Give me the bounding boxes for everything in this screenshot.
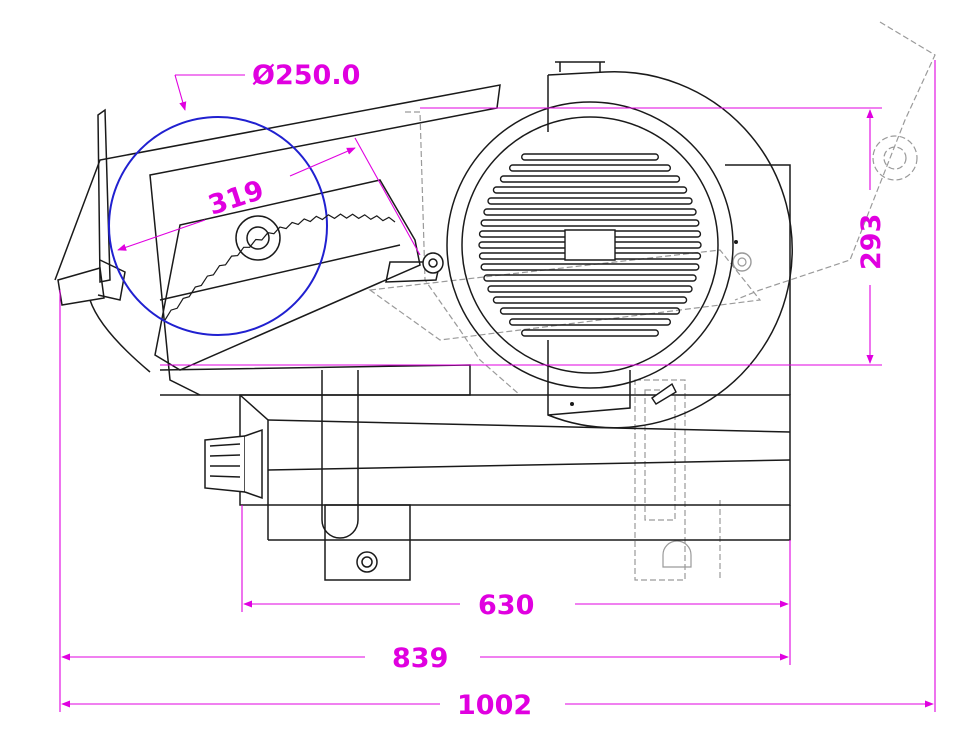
blade-guard (547, 71, 793, 429)
blade-edge (164, 213, 396, 321)
slot (480, 263, 700, 271)
slot (478, 241, 702, 249)
slot (478, 252, 702, 260)
knob-icon (204, 428, 263, 500)
dim-cut-height: 293 (856, 214, 887, 270)
dim-overall-length: 839 (392, 643, 448, 674)
slot (483, 274, 697, 282)
slot (509, 164, 671, 172)
foot-icon-ghost (662, 540, 692, 568)
slot (509, 318, 671, 326)
slicer-outline (54, 61, 793, 581)
column (321, 370, 359, 539)
slot (487, 285, 693, 293)
foot-screw-icon (356, 551, 378, 573)
tray-knob-icon (235, 215, 281, 261)
slot (487, 197, 693, 205)
slot (483, 208, 697, 216)
product-tray (154, 179, 421, 371)
blade-hub (564, 229, 616, 261)
slot (499, 307, 681, 315)
tilted-position-outline (368, 21, 936, 581)
slot (478, 230, 702, 238)
slot (499, 175, 681, 183)
handle-stem (97, 108, 111, 283)
slot (492, 186, 688, 194)
dim-blade-diameter: Ø250.0 (252, 60, 360, 91)
pivot-knob-icon (422, 252, 444, 274)
blade-guard-ring (446, 101, 734, 389)
pivot-icon (732, 252, 752, 272)
dim-max-length: 1002 (457, 690, 532, 721)
dim-cut-width: 319 (205, 175, 268, 222)
blade-circle (108, 116, 328, 336)
dim-base-length: 630 (478, 590, 534, 621)
lever-icon (651, 382, 677, 405)
carriage-arm (54, 84, 501, 396)
slot (521, 329, 659, 337)
slot (521, 153, 659, 161)
blade-cover-slots (478, 153, 702, 337)
dimension-lines (59, 60, 936, 712)
foot-block (324, 504, 411, 581)
slot (492, 296, 688, 304)
slot (480, 219, 700, 227)
